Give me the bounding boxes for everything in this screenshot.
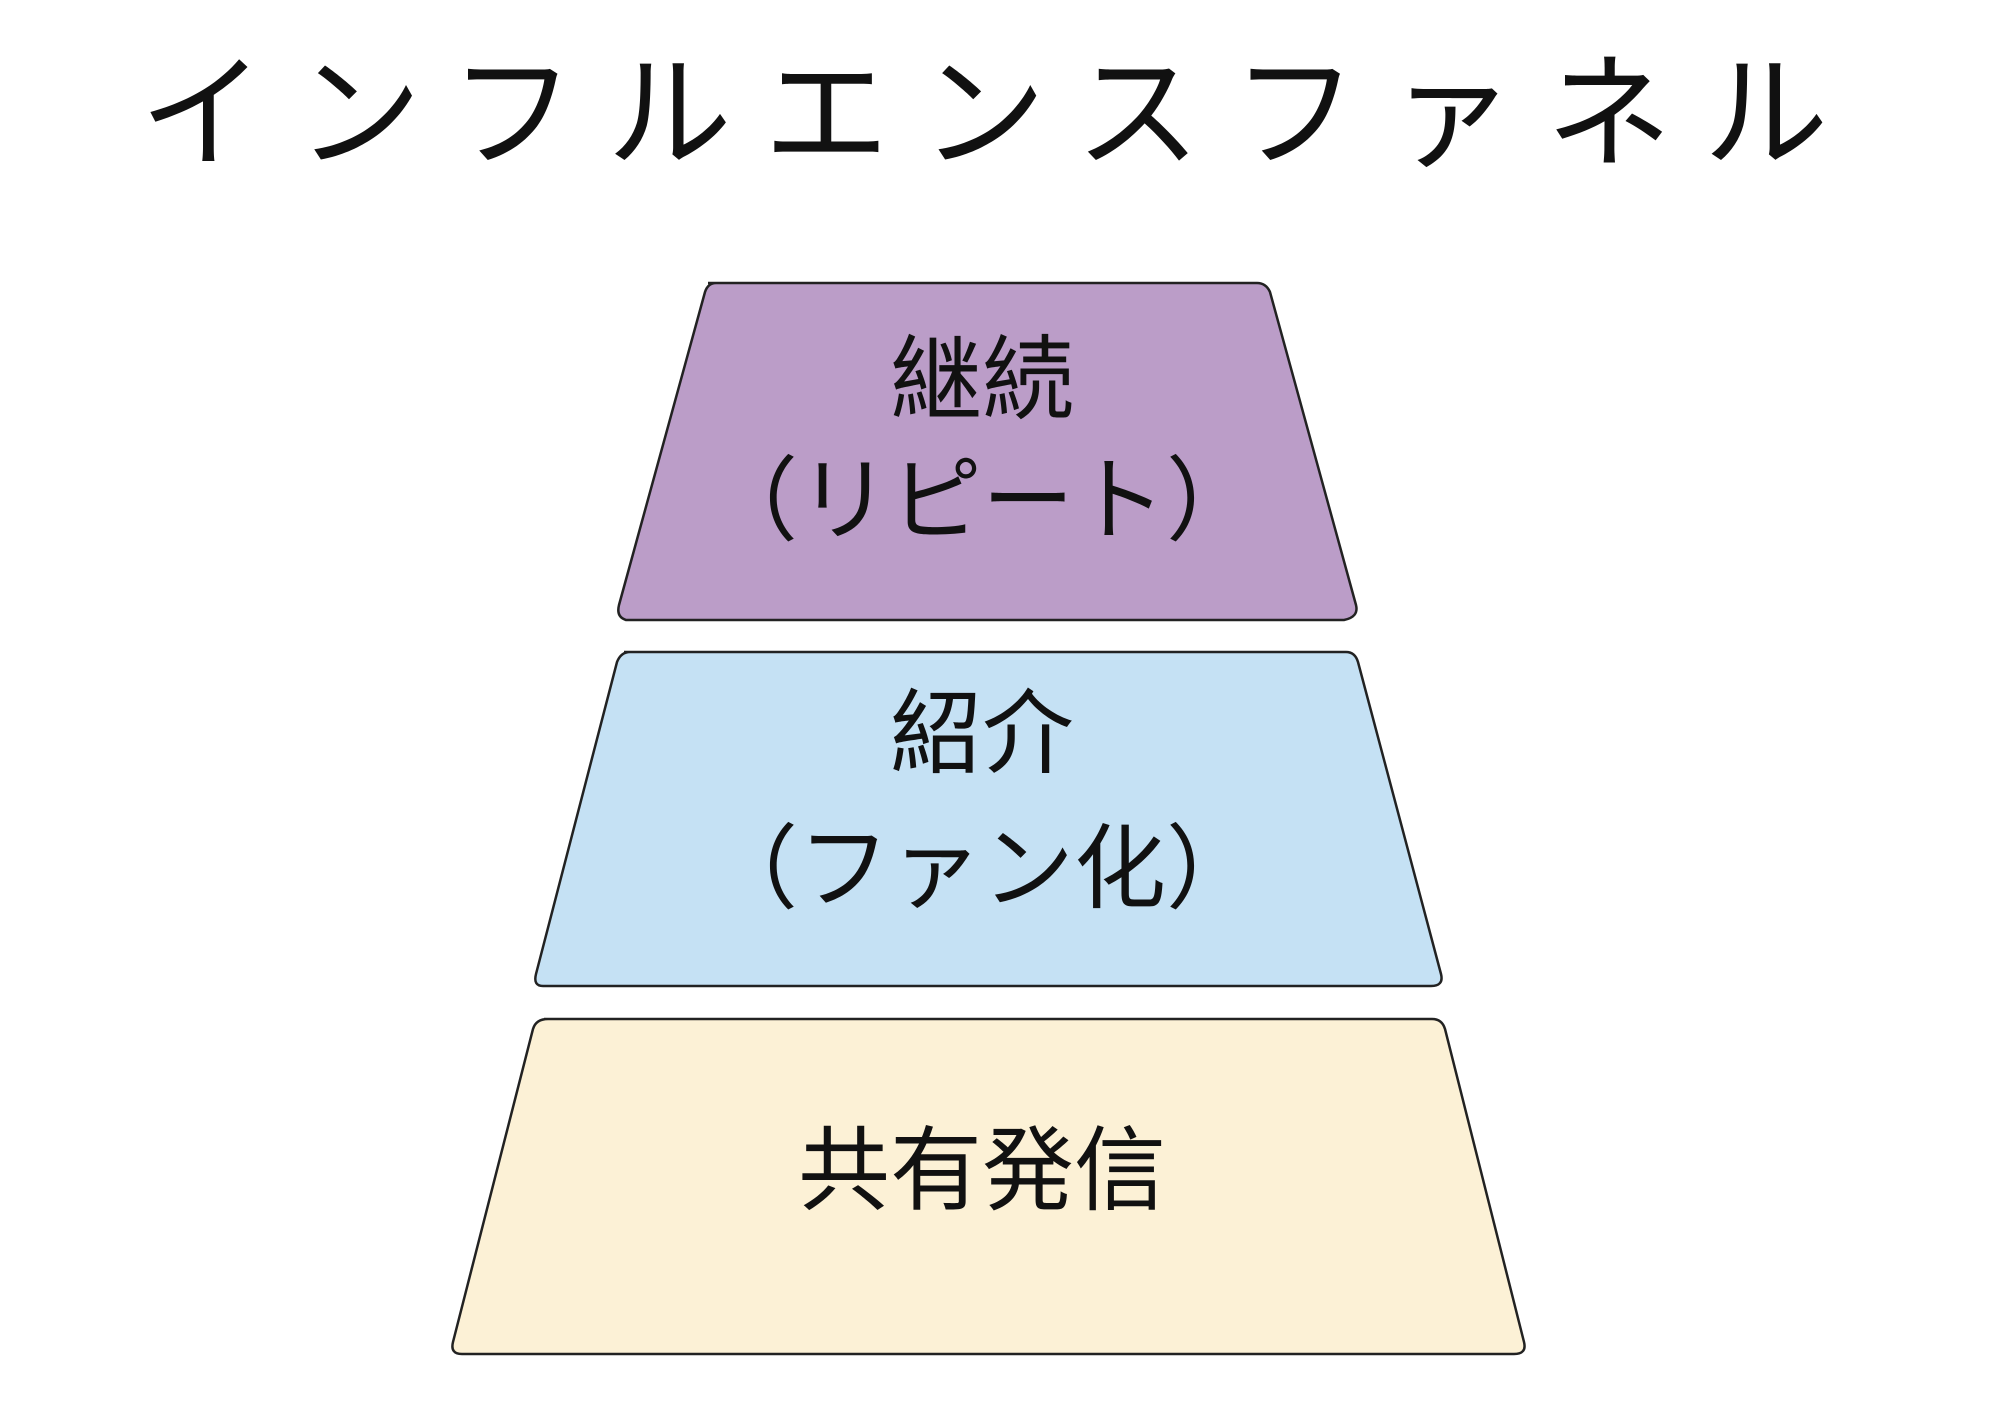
stage-top-title: 継続 bbox=[890, 326, 1074, 433]
stage-middle-shape bbox=[534, 650, 1443, 988]
diagram-title: インフルエンスファネル bbox=[139, 42, 1861, 187]
stage-bottom-shape bbox=[451, 1017, 1526, 1356]
stage-middle-subtitle: （ファン化） bbox=[706, 815, 1258, 922]
stage-middle: 紹介 （ファン化） bbox=[534, 650, 1443, 988]
stage-top-subtitle: （リピート） bbox=[706, 447, 1258, 554]
stage-top: 継続 （リピート） bbox=[617, 281, 1358, 622]
stage-bottom-title: 共有発信 bbox=[798, 1117, 1166, 1224]
stage-middle-title: 紹介 bbox=[890, 680, 1074, 787]
stage-top-shape bbox=[617, 281, 1358, 622]
stage-bottom: 共有発信 bbox=[451, 1017, 1526, 1356]
